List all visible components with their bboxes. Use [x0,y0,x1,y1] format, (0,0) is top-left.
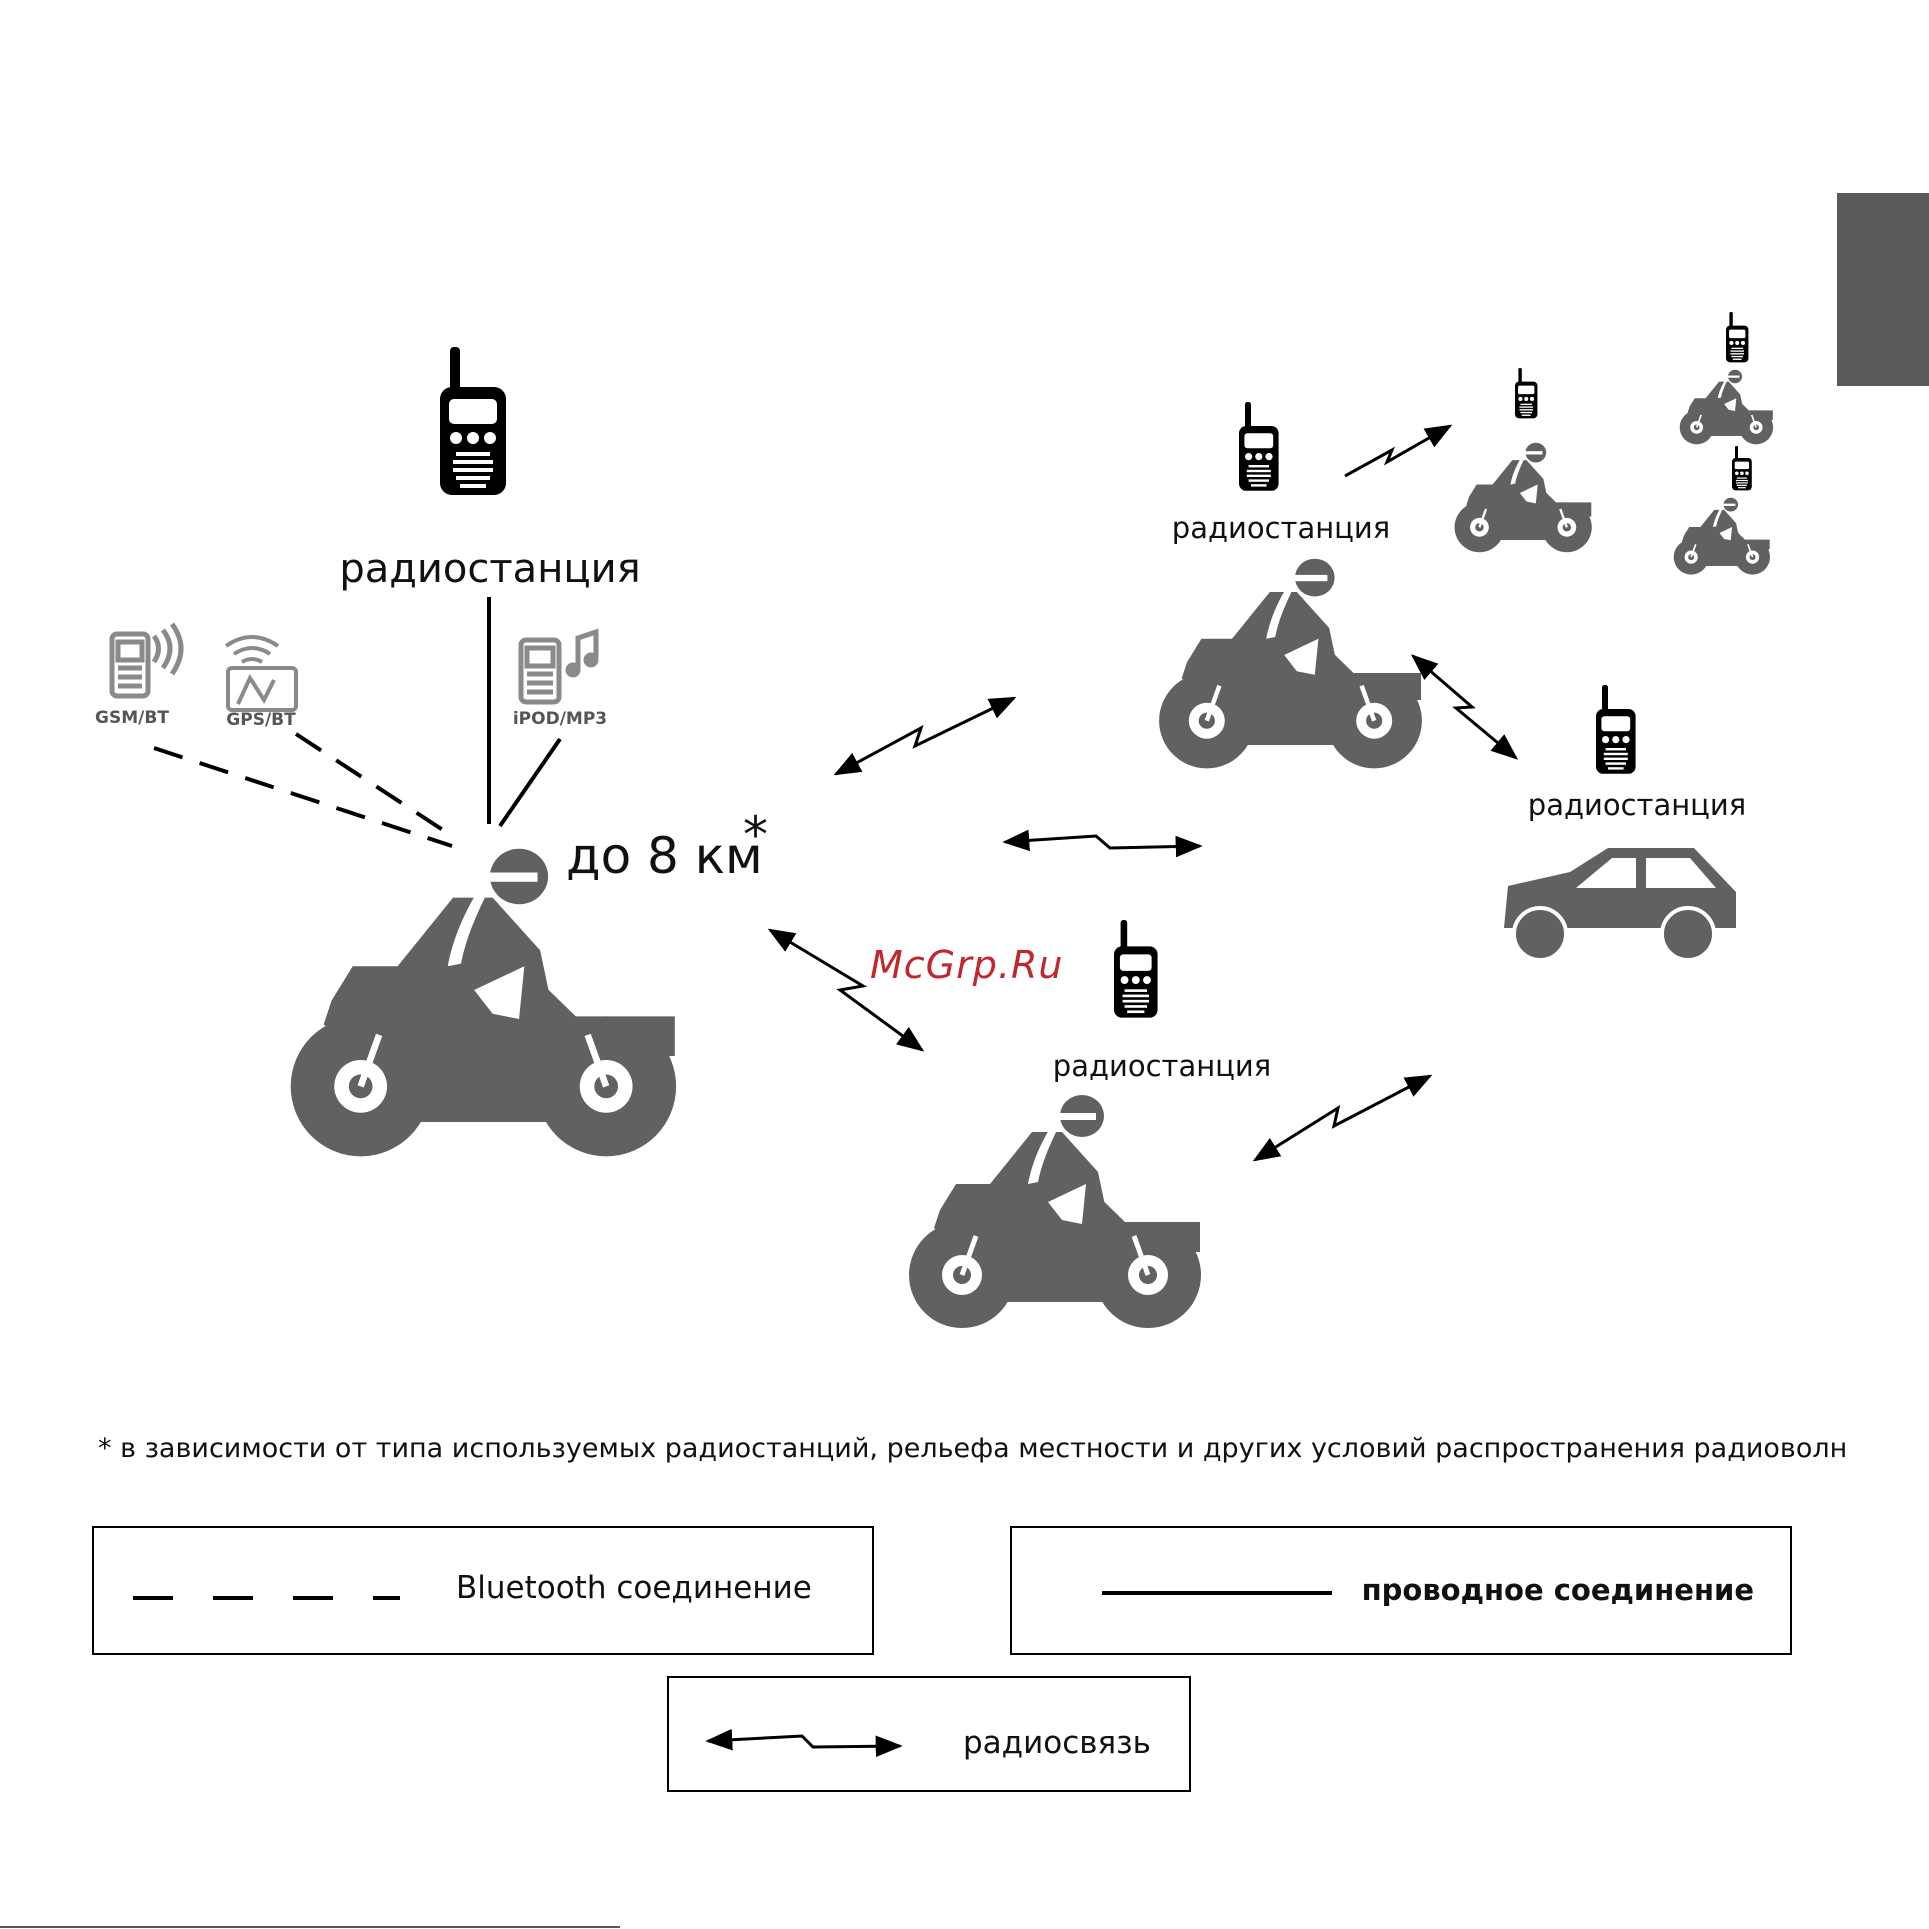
main-radio-label: радиостанция [339,546,640,592]
radio-link [1345,426,1450,476]
bluetooth-connection-gps [296,734,446,832]
music-player-icon [521,632,596,702]
wired-connection-ipod [500,739,560,826]
bluetooth-connection-gsm [154,748,452,846]
motorcycle-rider-icon [291,849,676,1157]
footnote: * в зависимости от типа используемых рад… [98,1433,1847,1464]
legend-wired-label: проводное соединение [1362,1573,1754,1607]
legend-radio-arrow [708,1736,900,1747]
walkie-talkie-icon [1596,685,1636,774]
walkie-talkie-icon [1726,312,1748,362]
radio-link [836,698,1014,774]
car-icon [1504,848,1736,960]
motorcycle-rider-icon [1159,559,1422,769]
radio-label-bottom: радиостанция [1053,1049,1271,1083]
radio-link [1005,836,1200,848]
side-tab [1837,193,1929,386]
walkie-talkie-icon [1239,402,1279,491]
legend-bluetooth-label: Bluetooth соединение [456,1570,812,1606]
radio-label-top: радиостанция [1172,511,1390,545]
distance-asterisk: * [743,806,768,864]
watermark: McGrp.Ru [870,943,1063,987]
phone-icon [112,624,181,696]
radio-link [1413,656,1516,758]
gps-label: GPS/BT [226,710,296,730]
gps-navigator-icon [226,637,296,710]
walkie-talkie-icon [1732,446,1752,490]
distance-label: до 8 км [566,827,763,885]
walkie-talkie-icon [1114,920,1158,1018]
motorcycle-rider-icon [909,1095,1201,1328]
walkie-talkie-icon [440,347,506,495]
radio-link [1255,1076,1430,1160]
gsm-label: GSM/BT [95,708,169,728]
motorcycle-rider-icon [1455,443,1592,553]
walkie-talkie-icon [1515,368,1537,418]
motorcycle-rider-icon [1680,370,1773,445]
radio-label-right: радиостанция [1528,788,1746,822]
ipod-label: iPOD/MP3 [513,709,607,729]
legend-radio-label: радиосвязь [963,1725,1151,1761]
motorcycle-rider-icon [1674,498,1770,575]
